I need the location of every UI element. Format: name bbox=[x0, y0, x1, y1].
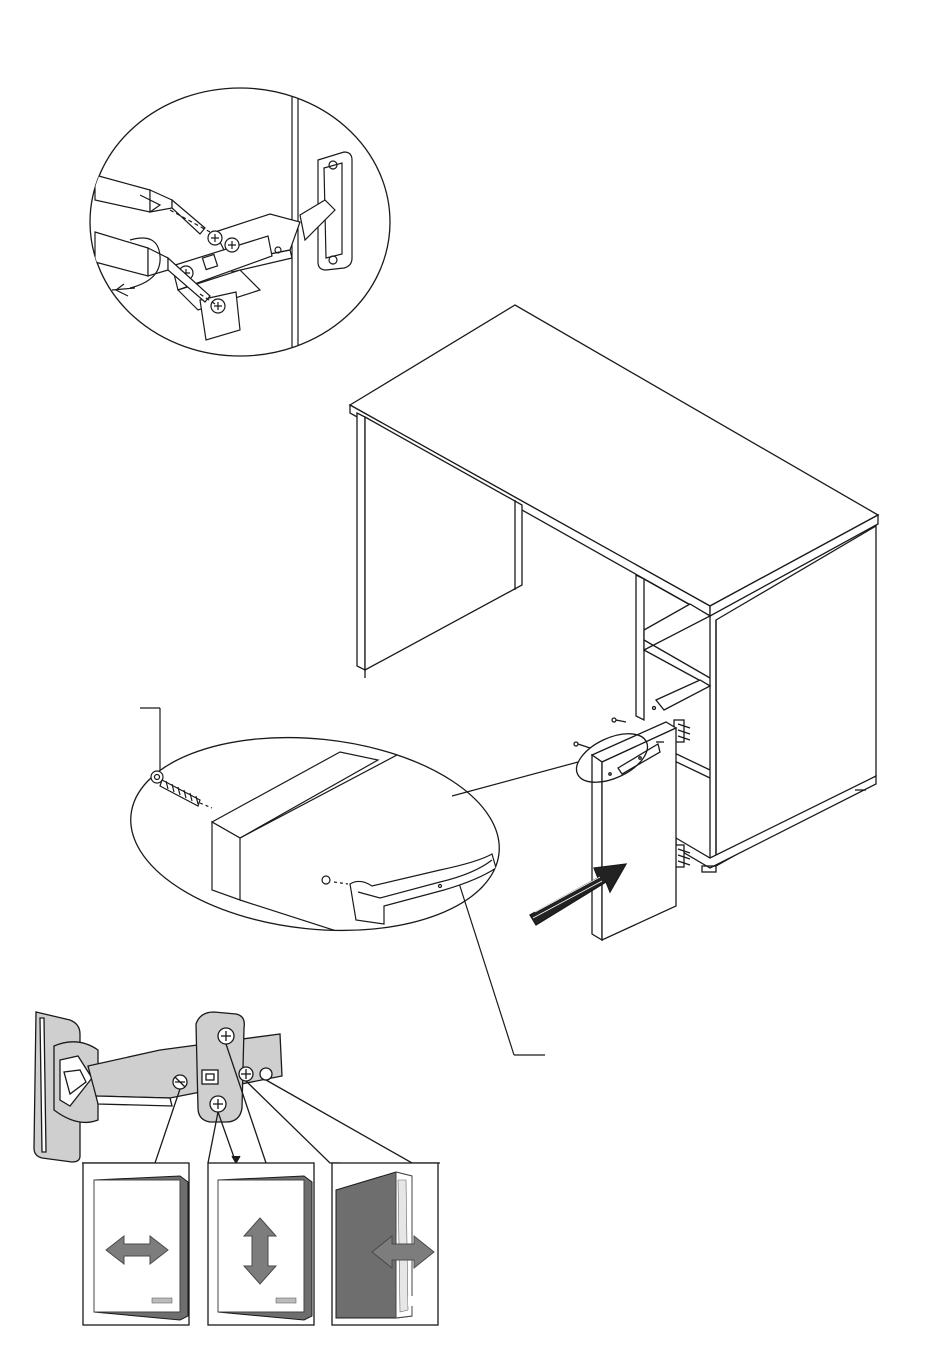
vertical-arrow-icon bbox=[208, 1163, 314, 1325]
adjustment-panels bbox=[83, 1163, 438, 1325]
hinge-screwdriver-detail-icon bbox=[90, 85, 390, 360]
horizontal-arrow-icon bbox=[83, 1163, 189, 1325]
depth-arrow-icon bbox=[332, 1163, 438, 1325]
hinge-adjustment-screws-icon bbox=[34, 1012, 440, 1163]
cabinet-door-icon bbox=[530, 722, 676, 940]
handle-screw-detail-icon bbox=[121, 690, 578, 1055]
